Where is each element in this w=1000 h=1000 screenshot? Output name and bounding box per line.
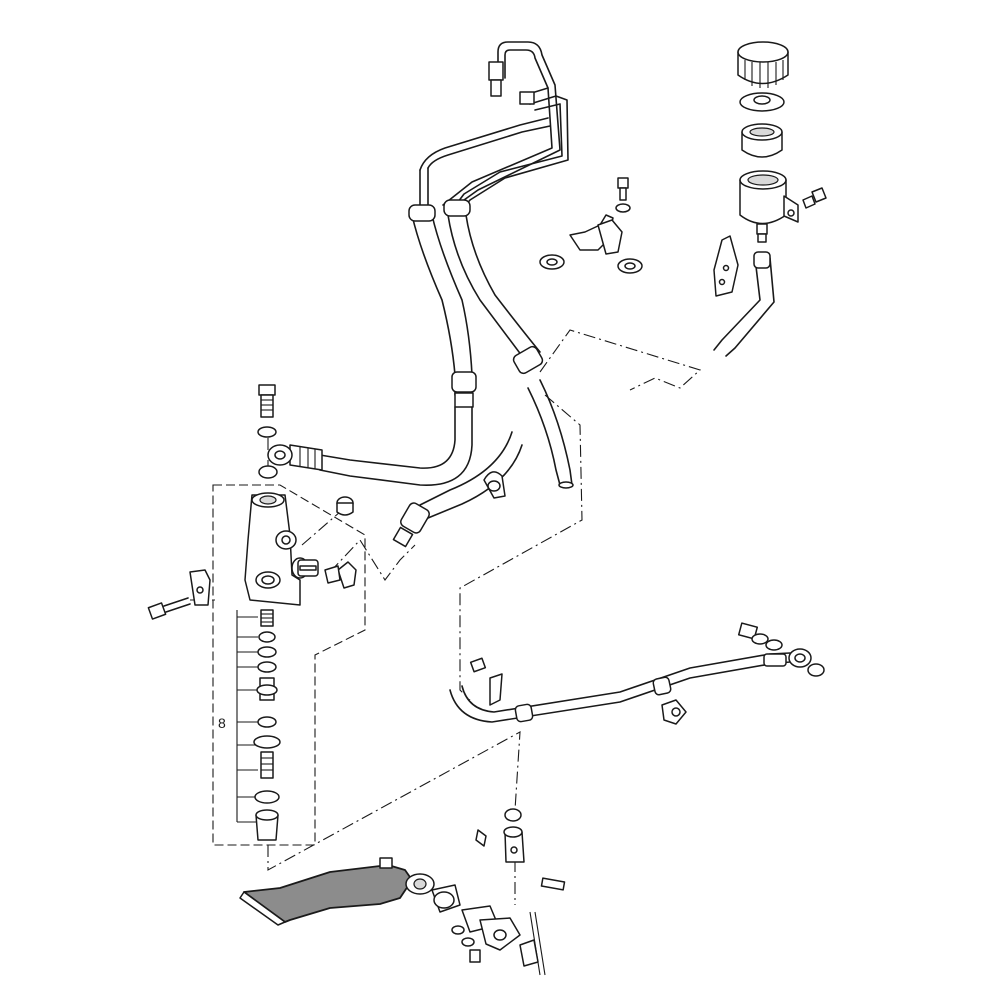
lower-brake-hose [449,622,825,725]
brake-hoses [267,199,574,548]
hose-clip-brackets [539,177,643,274]
brake-fluid-reservoir [713,41,827,357]
rear-brake-pedal-assembly [239,808,566,976]
master-cylinder-internals [253,609,281,841]
reference-lines [190,329,702,905]
callout-8: 8 [218,715,226,731]
master-cylinder-assembly-boundary [212,484,366,846]
upper-brake-pipes [419,41,569,216]
rear-master-cylinder [147,384,357,620]
